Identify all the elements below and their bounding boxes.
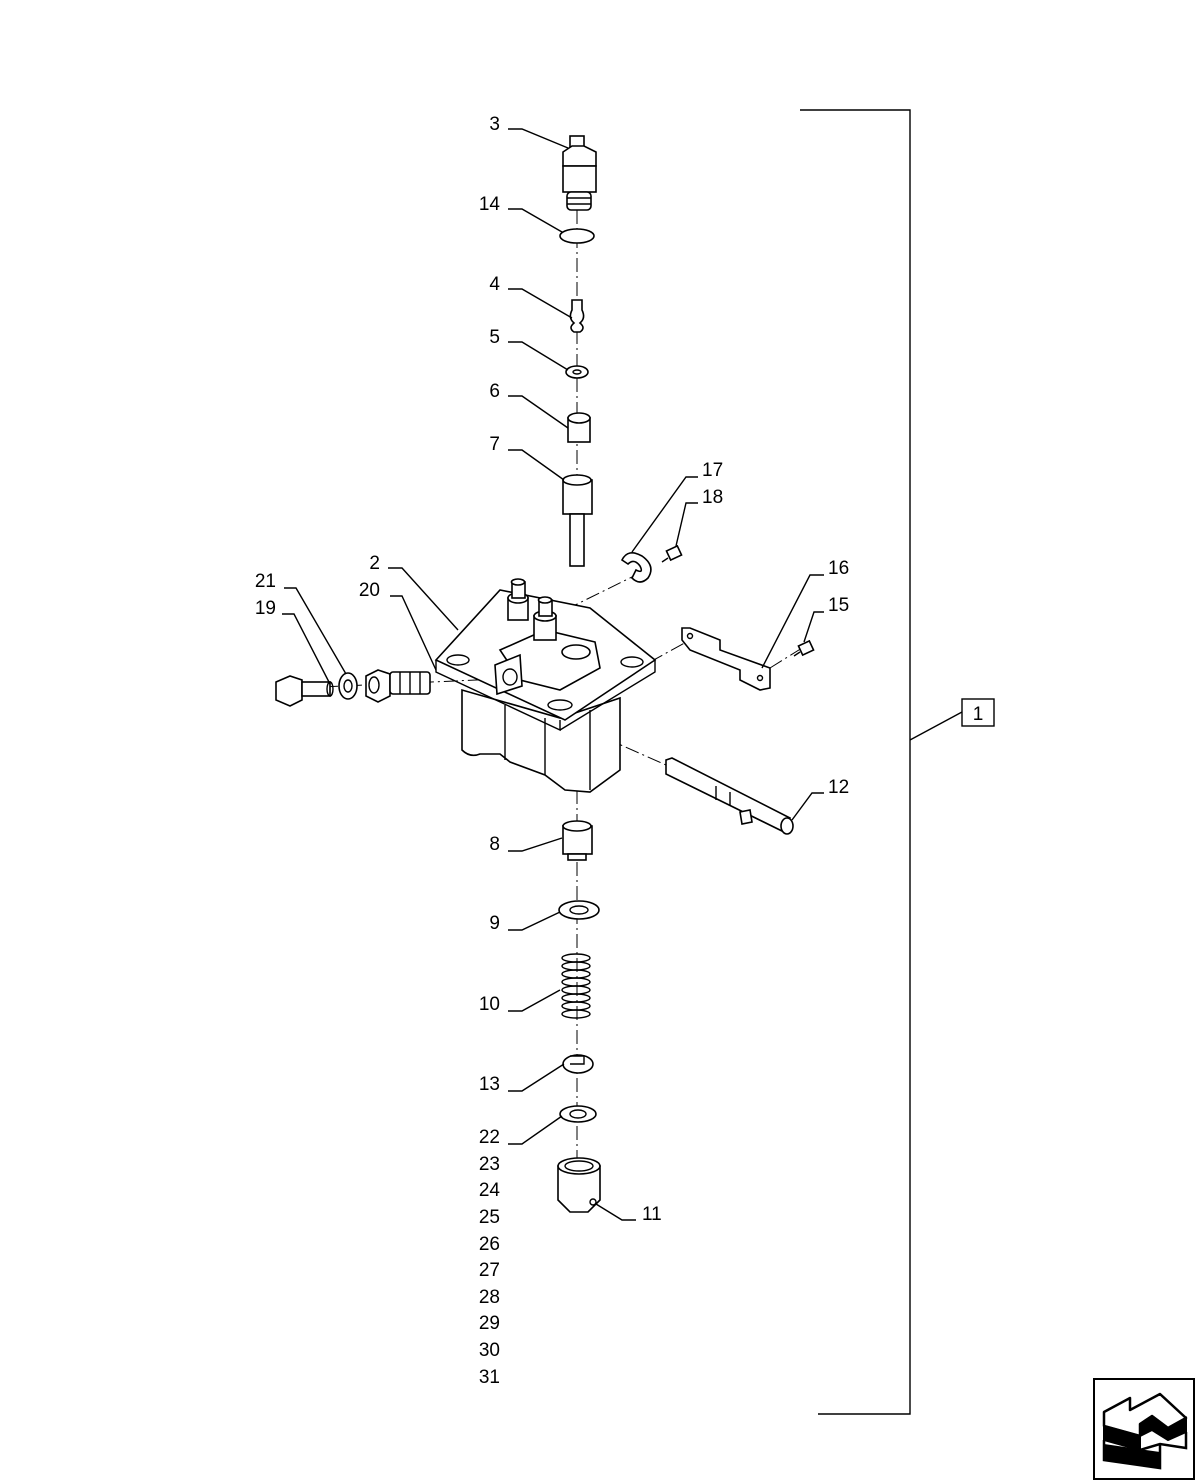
- label-22: 22: [479, 1127, 500, 1148]
- assembly-bracket: [800, 109, 995, 1415]
- label-12: 12: [828, 777, 849, 798]
- part-17-clip: [620, 552, 652, 583]
- label-29: 29: [479, 1313, 500, 1334]
- label-21: 21: [255, 571, 276, 592]
- label-25: 25: [479, 1207, 500, 1228]
- back-arrow-icon[interactable]: [1093, 1378, 1195, 1480]
- label-27: 27: [479, 1260, 500, 1281]
- label-4: 4: [489, 274, 500, 295]
- part-3-fitting: [562, 135, 597, 211]
- label-23: 23: [479, 1154, 500, 1175]
- part-11-tappet-body: [557, 1157, 601, 1213]
- label-19: 19: [255, 598, 276, 619]
- label-6: 6: [489, 381, 500, 402]
- label-15: 15: [828, 595, 849, 616]
- label-13: 13: [479, 1074, 500, 1095]
- part-4-valve: [569, 299, 585, 333]
- label-16: 16: [828, 558, 849, 579]
- label-30: 30: [479, 1340, 500, 1361]
- label-31: 31: [479, 1367, 500, 1388]
- part-15-screw: [793, 639, 815, 657]
- part-18-screw: [661, 544, 683, 563]
- label-7: 7: [489, 434, 500, 455]
- part-2-pump-housing: [434, 578, 657, 793]
- part-21-washer: [338, 672, 358, 700]
- label-26: 26: [479, 1234, 500, 1255]
- label-9: 9: [489, 913, 500, 934]
- part-16-plate: [681, 627, 771, 691]
- label-28: 28: [479, 1287, 500, 1308]
- part-22-shim: [559, 1105, 597, 1123]
- label-24: 24: [479, 1180, 501, 1201]
- part-10-spring: [561, 953, 591, 1019]
- part-5-washer: [565, 365, 589, 379]
- label-20: 20: [359, 580, 380, 601]
- label-18: 18: [702, 487, 723, 508]
- label-10: 10: [479, 994, 500, 1015]
- part-20-fitting: [365, 669, 431, 703]
- label-17: 17: [702, 460, 723, 481]
- label-2: 2: [369, 553, 380, 574]
- part-8-tappet: [562, 820, 593, 861]
- label-5: 5: [489, 327, 500, 348]
- part-12-shaft: [665, 757, 794, 835]
- leader-lines: [282, 128, 824, 1221]
- part-9-washer: [558, 900, 600, 920]
- part-7-barrel: [562, 474, 593, 567]
- label-8: 8: [489, 834, 500, 855]
- part-13-spring-seat: [562, 1054, 594, 1074]
- part-14-o-ring: [559, 228, 595, 244]
- part-labels: 3 14 4 5 6 7 17 18 2 21 20 19 16 15 12 8…: [255, 114, 983, 1388]
- label-14: 14: [479, 194, 501, 215]
- part-19-bolt: [275, 675, 334, 707]
- part-6-bushing: [567, 412, 591, 443]
- assembly-label: 1: [973, 704, 984, 725]
- label-11: 11: [642, 1204, 662, 1225]
- label-3: 3: [489, 114, 500, 135]
